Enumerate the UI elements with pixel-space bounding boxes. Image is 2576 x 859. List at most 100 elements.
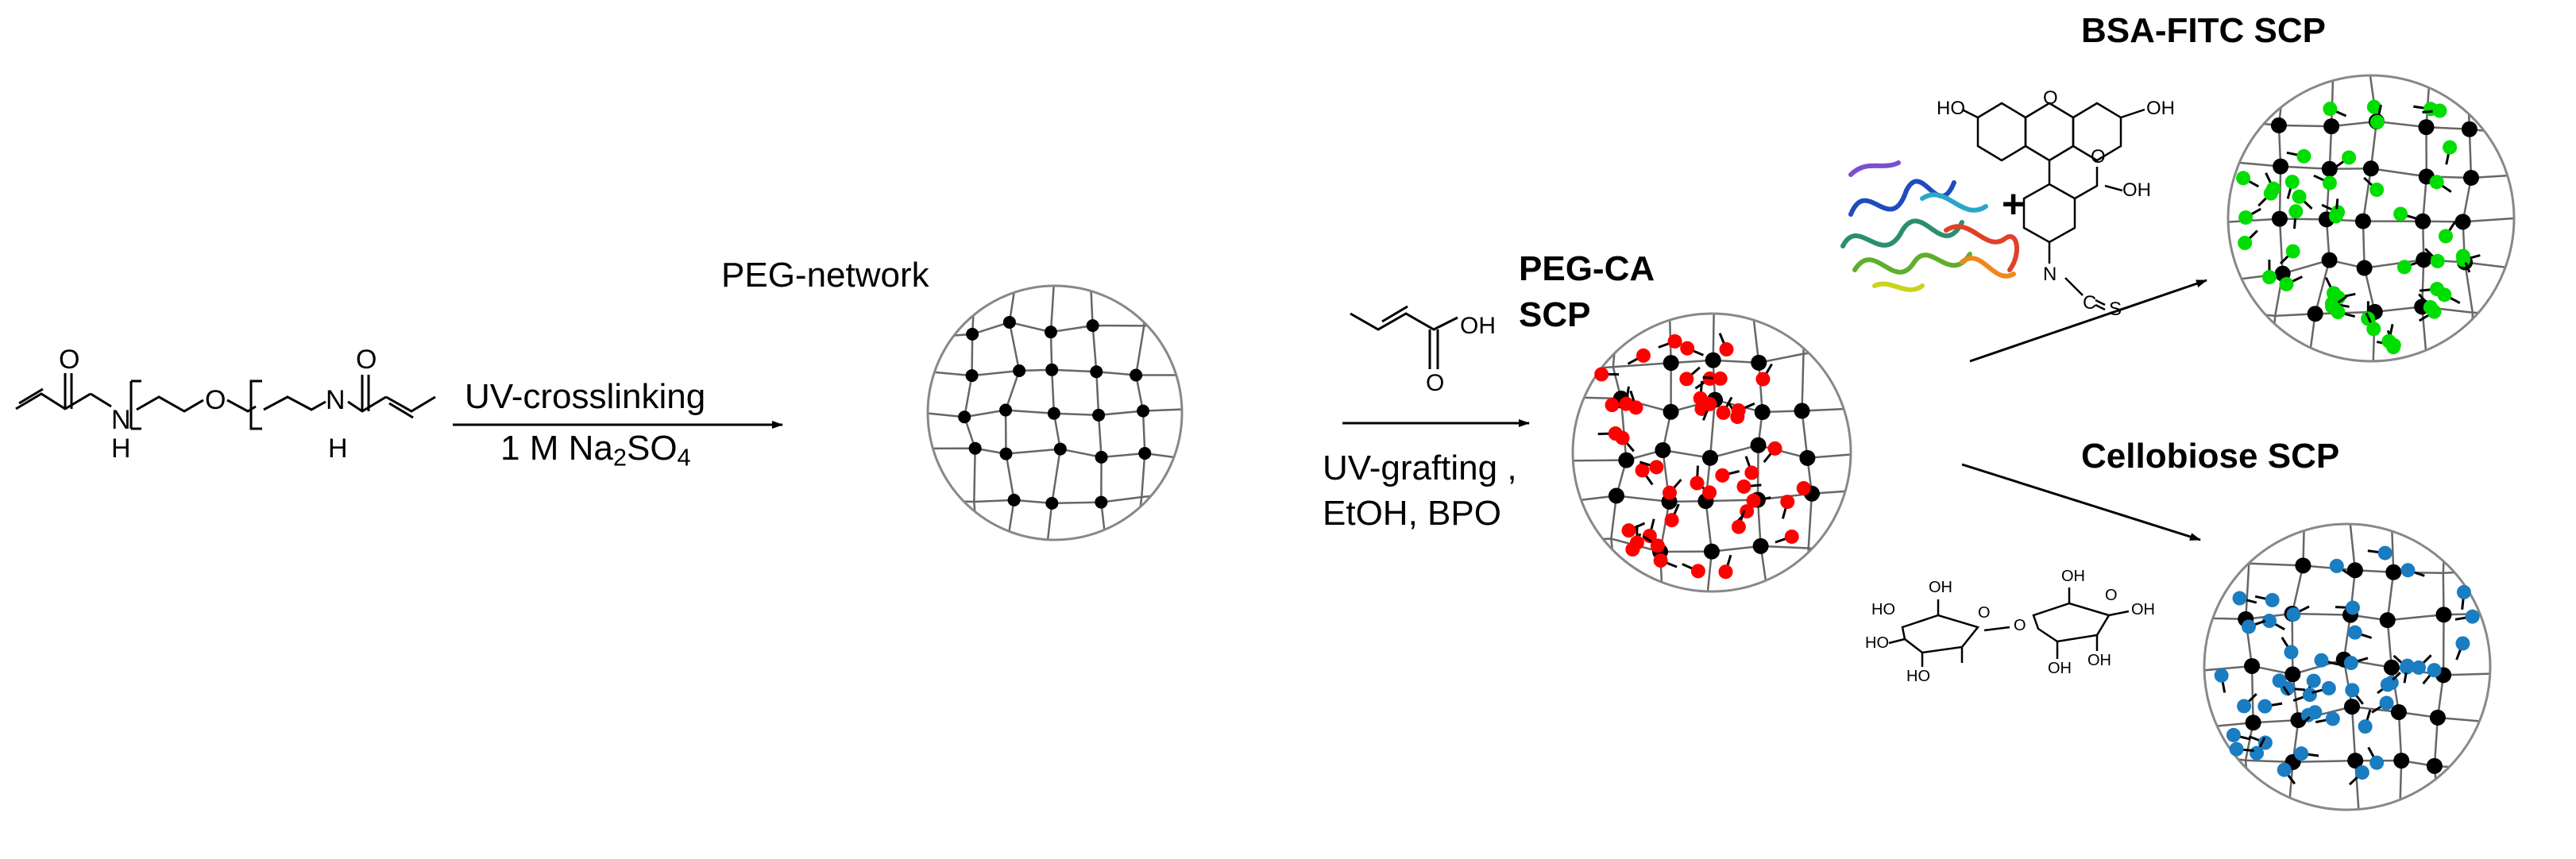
sphere-bsa-fitc-scp-graft-group [2369, 114, 2385, 129]
sphere-peg-network-crosslink-node [1137, 404, 1150, 418]
sphere-peg-ca-scp-crosslink-node [1750, 437, 1767, 453]
sphere-peg-network-crosslink-node [1013, 364, 1026, 378]
sphere-bsa-fitc-scp-graft-group [2279, 276, 2294, 291]
sphere-cellobiose-scp-graft-group [2229, 742, 2244, 757]
sphere-peg-network-crosslink-node [958, 410, 971, 424]
sphere-cellobiose-scp-graft-group [2226, 727, 2241, 742]
sphere-cellobiose-scp-graft-group [2265, 592, 2280, 607]
sphere-peg-network-crosslink-node [1092, 408, 1106, 422]
sphere-peg-network-crosslink-node [1130, 368, 1143, 382]
cellobiose-atom-5: O [1978, 604, 1991, 622]
sphere-peg-ca-scp-graft-group [1621, 523, 1636, 538]
sphere-peg-network-crosslink-node [1090, 365, 1103, 379]
sphere-cellobiose-scp-crosslink-node [2429, 709, 2446, 726]
sphere-peg-ca-scp-crosslink-node [1655, 441, 1671, 458]
sphere-peg-network-crosslink-node [1007, 493, 1021, 507]
sphere-peg-ca-scp-crosslink-node [1751, 354, 1767, 371]
sphere-cellobiose-scp-graft-group [2237, 699, 2252, 714]
cellobiose-atom-9: OH [2087, 652, 2111, 669]
sphere-bsa-fitc-scp-graft-group [2396, 260, 2412, 275]
sphere-cellobiose-scp-graft-group [2465, 609, 2480, 624]
sphere-peg-ca-scp-graft-group [1767, 441, 1782, 456]
sphere-peg-network-crosslink-node [1002, 315, 1016, 329]
sphere-bsa-fitc-scp-graft-group [2455, 248, 2470, 264]
sphere-peg-ca-scp-graft-group [1715, 468, 1730, 483]
sphere-peg-ca-scp-graft-group [1636, 348, 1651, 363]
sphere-bsa-fitc-scp-graft-group [2296, 148, 2311, 164]
sphere-bsa-fitc-scp-crosslink-node [2462, 169, 2479, 186]
sphere-cellobiose-scp-graft-group [2377, 545, 2393, 560]
sphere-cellobiose-scp-graft-group [2214, 668, 2229, 683]
sphere-bsa-fitc-scp-crosslink-node [2321, 252, 2338, 268]
sphere-peg-ca-scp-graft-group [1784, 529, 1799, 544]
sphere-peg-ca-scp-graft-group [1731, 519, 1746, 534]
sphere-peg-ca-scp-crosslink-node [1701, 449, 1718, 466]
monomer-atom-o-mid: O [205, 385, 226, 415]
bsa-protein-ribbon [1840, 160, 2020, 292]
sphere-peg-ca-scp-crosslink-node [1799, 449, 1816, 466]
sphere-bsa-fitc-scp-graft-group [2369, 183, 2385, 198]
sphere-peg-ca-scp-graft-group [1736, 479, 1751, 494]
label-uv-grafting: UV-grafting , [1323, 449, 1517, 487]
sphere-peg-ca-scp-graft-group [1619, 396, 1634, 411]
sphere-bsa-fitc-scp-graft-group [2288, 204, 2304, 219]
arrow-to-cellobiose [1961, 463, 2201, 541]
sphere-bsa-fitc-scp-graft-group [2430, 253, 2445, 268]
sphere-cellobiose-scp-graft-group [2242, 619, 2257, 634]
fitc-atom-ncs-c: C [2083, 292, 2097, 314]
monomer-atom-h-left: H [111, 433, 131, 464]
monomer-atom-n-left: N [111, 405, 131, 435]
sphere-cellobiose-scp-graft-group [2400, 563, 2416, 578]
sphere-bsa-fitc-scp-graft-group [2443, 140, 2458, 155]
label-etoh-bpo: EtOH, BPO [1323, 494, 1501, 533]
sphere-cellobiose-scp-crosslink-node [2385, 564, 2402, 580]
sphere-peg-network-crosslink-node [1045, 496, 1059, 510]
sphere-bsa-fitc-scp-crosslink-node [2416, 252, 2432, 268]
sphere-peg-ca-scp-graft-group [1731, 403, 1746, 418]
sphere-bsa-fitc-scp-graft-group [2430, 282, 2445, 297]
fitc-atom-ncs-s: S [2109, 299, 2122, 320]
sphere-cellobiose-scp-crosslink-node [2426, 757, 2443, 774]
sphere-cellobiose-scp-crosslink-node [2383, 659, 2400, 676]
fitc-atom-oh-right: OH [2146, 98, 2175, 119]
sphere-peg-ca-scp-graft-group [1702, 485, 1717, 500]
sphere-peg-ca-scp-crosslink-node [1608, 487, 1624, 504]
sphere-bsa-fitc-scp-crosslink-node [2454, 214, 2471, 230]
sphere-cellobiose-scp-graft-group [2277, 762, 2292, 777]
sphere-cellobiose-scp-graft-group [2358, 719, 2373, 734]
sphere-bsa-fitc-scp-crosslink-node [2273, 158, 2289, 175]
cellobiose-atom-2: HO [1871, 601, 1895, 618]
sphere-bsa-fitc-scp-crosslink-node [2461, 121, 2478, 137]
sphere-cellobiose-scp-graft-group [2455, 636, 2470, 651]
sphere-cellobiose-scp-crosslink-node [2245, 715, 2261, 731]
monomer-atom-o-right: O [356, 345, 377, 375]
sphere-cellobiose-scp-graft-group [2345, 600, 2360, 615]
label-sodium-sulfate: 1 M Na2SO4 [500, 429, 691, 472]
sphere-peg-ca-scp-crosslink-node [1794, 403, 1810, 419]
sphere-bsa-fitc-scp-graft-group [2238, 236, 2253, 251]
sphere-bsa-fitc-scp-crosslink-node [2362, 160, 2379, 177]
monomer-atom-h-right: H [328, 433, 348, 464]
sphere-bsa-fitc-scp-graft-group [2323, 102, 2338, 117]
cellobiose-atom-11: OH [2048, 660, 2072, 677]
sphere-bsa-fitc-scp-graft-group [2432, 103, 2447, 118]
sphere-bsa-fitc-scp-crosslink-node [2271, 210, 2288, 227]
sphere-peg-ca-scp-graft-group [1650, 538, 1665, 553]
sphere-cellobiose-scp-graft-group [2456, 584, 2471, 599]
cellobiose-atom-10: O [2105, 587, 2118, 604]
monomer-atom-o-left: O [59, 345, 80, 375]
sphere-bsa-fitc-scp-crosslink-node [2307, 306, 2323, 322]
sphere-peg-network-crosslink-node [966, 327, 979, 341]
sphere-cellobiose-scp-graft-group [2347, 625, 2362, 640]
sphere-cellobiose-scp-graft-group [2379, 695, 2394, 711]
sphere-bsa-fitc-scp-graft-group [2429, 175, 2444, 190]
sphere-peg-ca-scp-crosslink-node [1705, 352, 1721, 368]
sphere-cellobiose-scp-graft-group [2232, 591, 2247, 606]
fitc-atom-o-acid: O [2091, 146, 2106, 168]
sphere-bsa-fitc-scp-crosslink-node [2415, 213, 2431, 229]
sphere-peg-ca-scp-graft-group [1716, 405, 1731, 420]
crotonic-atom-oh: OH [1460, 313, 1496, 339]
reaction-arrows [453, 279, 2207, 541]
sphere-peg-ca-scp-graft-group [1746, 493, 1761, 508]
sphere-bsa-fitc-scp-crosslink-node [2354, 213, 2371, 229]
